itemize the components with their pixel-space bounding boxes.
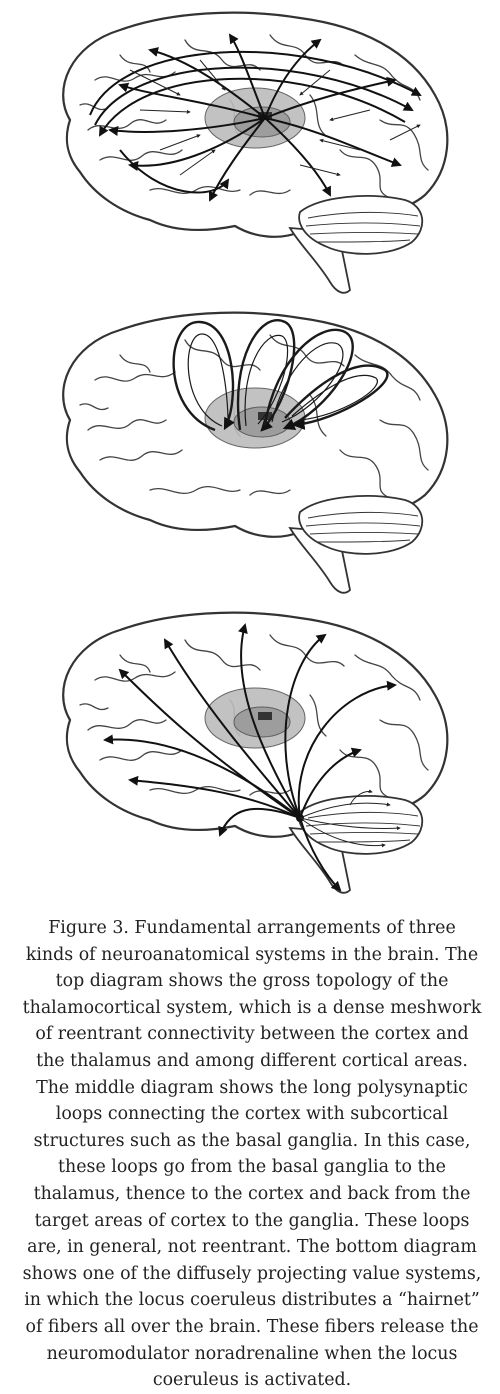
brain-diagram-top	[62, 11, 449, 294]
radiation-fiber	[148, 47, 266, 119]
brain-illustration	[62, 611, 449, 894]
thalamus-marker	[258, 712, 272, 720]
radiation-fiber	[228, 33, 266, 119]
radiation-fiber	[264, 117, 402, 167]
cortical-arc	[89, 50, 422, 116]
hairnet-fiber	[118, 668, 301, 819]
radiation-fiber	[264, 117, 331, 197]
cortical-arc	[94, 66, 414, 126]
hairnet-fiber	[297, 680, 397, 819]
hairnet-fiber	[163, 638, 301, 819]
radiation-fiber	[264, 38, 322, 119]
hairnet-fiber	[299, 747, 362, 819]
loop-3	[263, 328, 354, 430]
cortical-arc	[99, 77, 406, 137]
loop-1	[172, 320, 235, 432]
brain-diagram-middle	[62, 311, 449, 594]
loop-4	[284, 364, 389, 430]
diagram-locus-coeruleus	[0, 600, 500, 910]
loop-2	[236, 319, 296, 432]
figure-caption: Figure 3. Fundamental arrangements of th…	[22, 918, 482, 1391]
hairnet-fiber	[128, 775, 301, 819]
brain-diagram-bottom	[62, 611, 449, 894]
hairnet-fiber	[238, 623, 301, 819]
radiation-fiber	[108, 117, 266, 136]
temporal-loop	[119, 149, 230, 194]
brain-illustration	[62, 11, 449, 294]
radiation-fiber	[264, 76, 397, 119]
radiation-fiber	[128, 117, 266, 171]
diagram-basal-ganglia-loops	[0, 300, 500, 600]
hairnet-fiber	[299, 817, 342, 892]
diagram-thalamocortical	[0, 0, 500, 300]
hairnet-fiber	[284, 633, 327, 819]
hairnet-fiber	[103, 734, 301, 819]
radiation-fiber	[118, 82, 266, 119]
brain-illustration	[62, 311, 449, 594]
hairnet-fiber	[218, 807, 301, 837]
radiation-fiber	[208, 117, 266, 202]
